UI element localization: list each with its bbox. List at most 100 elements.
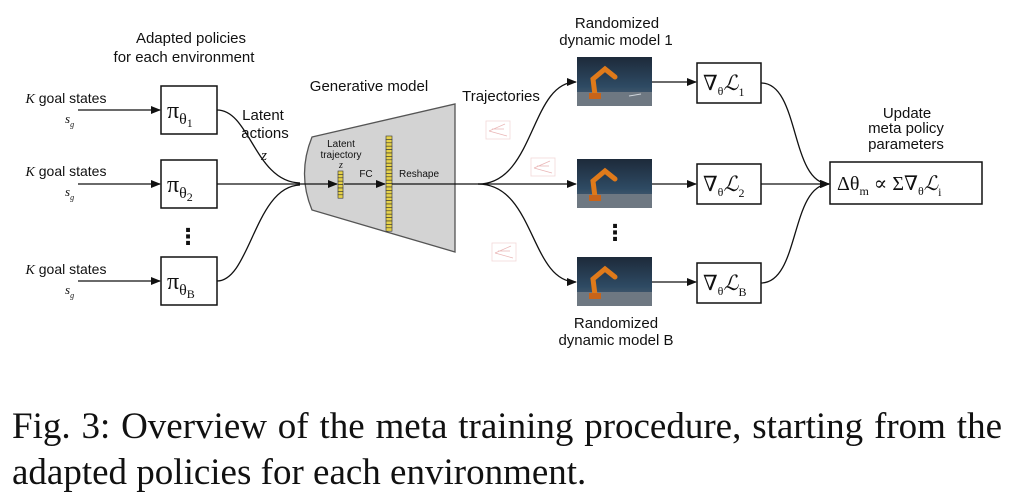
reshape-label: Reshape <box>399 169 439 180</box>
update-i: i <box>938 185 942 199</box>
vector-cell <box>385 156 393 161</box>
update-prop: ∝ Σ∇ <box>869 173 918 195</box>
goal-input-2: K goal states sg <box>25 163 107 202</box>
goal-subscript: g <box>70 291 74 300</box>
policy-box-1: πθ1 <box>160 85 218 135</box>
goal-k: K <box>25 165 36 180</box>
trajectory-thumbnail <box>491 242 517 262</box>
grad-index: 1 <box>739 85 745 99</box>
vector-cell <box>385 190 393 195</box>
vector-cell <box>385 166 393 171</box>
dyn-bottom-line1: Randomized <box>574 315 658 332</box>
trajectory-thumbnail <box>485 120 511 140</box>
svg-text:K goal states: K goal states <box>25 90 107 107</box>
policy-theta: θ <box>179 185 187 202</box>
dyn-top-line2: dynamic model 1 <box>559 32 672 49</box>
policy-pi: π <box>167 269 179 295</box>
update-theta: θ <box>918 184 924 198</box>
policy-index: 1 <box>187 116 193 130</box>
goal-label: goal states <box>35 90 107 106</box>
gradient-curve-1 <box>760 82 830 188</box>
policy-index: 2 <box>187 190 193 204</box>
vector-cell <box>385 193 393 198</box>
svg-text:πθ2: πθ2 <box>167 172 193 204</box>
latent-actions-line2: actions <box>241 125 289 142</box>
vector-cell <box>385 210 393 215</box>
goal-symbol: s <box>65 111 70 126</box>
robot-image-3 <box>577 257 652 306</box>
policy-theta: θ <box>179 111 187 128</box>
goal-input-3: K goal states sg <box>25 261 107 300</box>
goal-subscript: g <box>70 120 74 129</box>
svg-text:sg: sg <box>65 184 74 202</box>
vector-cell <box>385 142 393 147</box>
latent-trajectory-line1: Latent <box>327 139 355 150</box>
grad-index: B <box>739 285 747 299</box>
trajectory-thumbnail <box>530 157 556 177</box>
generative-title: Generative model <box>310 78 428 95</box>
goal-label: goal states <box>35 163 107 179</box>
policy-header-line1: Adapted policies <box>136 30 246 47</box>
vector-cell <box>337 184 344 189</box>
vector-cell <box>385 159 393 164</box>
svg-text:sg: sg <box>65 111 74 129</box>
svg-text:K goal states: K goal states <box>25 163 107 180</box>
goal-symbol: s <box>65 184 70 199</box>
dyn-top-line1: Randomized <box>575 15 659 32</box>
grad-theta: θ <box>718 284 724 298</box>
latent-actions-z: z <box>260 148 267 164</box>
policy-curve-3 <box>216 184 301 282</box>
vector-cell <box>385 176 393 181</box>
generative-model-shape <box>303 103 456 253</box>
vector-cell <box>337 180 344 185</box>
update-delta: Δθ <box>837 173 859 195</box>
gradient-box-2: ∇θℒ2 <box>696 163 762 205</box>
vector-cell <box>385 152 393 157</box>
latent-trajectory-z: z <box>338 160 343 171</box>
vector-cell <box>385 227 393 232</box>
svg-text:πθ1: πθ1 <box>167 98 193 130</box>
vector-cell <box>385 220 393 225</box>
vector-cell <box>337 187 344 192</box>
figure-caption: Fig. 3: Overview of the meta training pr… <box>12 406 1002 493</box>
vector-cell <box>385 149 393 154</box>
grad-nabla: ∇ <box>703 271 718 295</box>
svg-text:∇θℒ2: ∇θℒ2 <box>703 172 745 200</box>
policy-box-3: πθB <box>160 256 218 306</box>
policy-pi: π <box>167 172 179 198</box>
vector-cell <box>385 169 393 174</box>
vector-cell <box>337 170 344 175</box>
update-box: Δθm ∝ Σ∇θℒi <box>829 161 983 205</box>
vector-cell <box>337 174 344 179</box>
grad-theta: θ <box>718 185 724 199</box>
goal-k: K <box>25 92 36 107</box>
latent-actions-line1: Latent <box>242 107 285 124</box>
goal-label: goal states <box>35 261 107 277</box>
vector-cell <box>385 200 393 205</box>
vector-cell <box>385 183 393 188</box>
policy-box-2: πθ2 <box>160 159 218 209</box>
vector-cell <box>385 224 393 229</box>
vector-cell <box>385 186 393 191</box>
grad-loss: ℒ <box>723 172 739 196</box>
vector-cell <box>385 203 393 208</box>
robot-image-2 <box>577 159 652 208</box>
policy-theta: θ <box>179 282 187 299</box>
trajectory-curve-1 <box>477 78 577 185</box>
latent-trajectory-line2: trajectory <box>320 150 361 161</box>
svg-text:∇θℒ1: ∇θℒ1 <box>703 71 745 99</box>
latent-trajectory-vector <box>337 170 344 199</box>
vector-cell <box>385 179 393 184</box>
vector-cell <box>385 217 393 222</box>
update-line1: Update <box>883 105 931 122</box>
grad-nabla: ∇ <box>703 172 718 196</box>
robot-image-1 <box>577 57 652 106</box>
policy-ellipsis: ⋮ <box>177 224 199 249</box>
vector-cell <box>337 177 344 182</box>
svg-text:∇θℒB: ∇θℒB <box>703 271 747 299</box>
policy-curve-1 <box>216 109 301 184</box>
grad-theta: θ <box>718 84 724 98</box>
vector-cell <box>337 191 344 196</box>
policy-pi: π <box>167 98 179 124</box>
update-m: m <box>859 184 869 198</box>
